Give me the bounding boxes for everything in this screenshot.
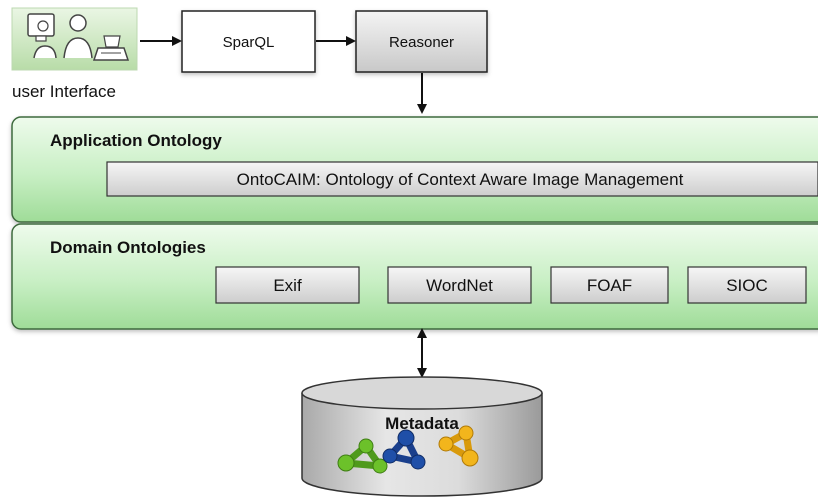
- sioc-box: [687, 266, 807, 304]
- metadata-cylinder: [301, 376, 543, 497]
- reasoner-label: Reasoner: [389, 34, 454, 51]
- sparql-label: SparQL: [223, 34, 275, 51]
- foaf-box: [550, 266, 669, 304]
- user-interface-label: user Interface: [12, 82, 116, 101]
- metadata-label: Metadata: [385, 414, 459, 433]
- sioc-label: SIOC: [726, 276, 768, 295]
- exif-box: [215, 266, 360, 304]
- foaf-label: FOAF: [587, 276, 632, 295]
- wordnet-label: WordNet: [426, 276, 493, 295]
- reasoner-box: [355, 10, 488, 73]
- ontocaim-box: [106, 161, 818, 197]
- application-ontology-title: Application Ontology: [50, 131, 222, 150]
- wordnet-box: [387, 266, 532, 304]
- sparql-box: [181, 10, 316, 73]
- exif-label: Exif: [273, 276, 302, 295]
- linked-data-graph-icon: [337, 425, 479, 474]
- ontocaim-label: OntoCAIM: Ontology of Context Aware Imag…: [237, 170, 684, 189]
- user-interface-icon: [11, 7, 138, 71]
- domain-ontologies-title: Domain Ontologies: [50, 238, 206, 257]
